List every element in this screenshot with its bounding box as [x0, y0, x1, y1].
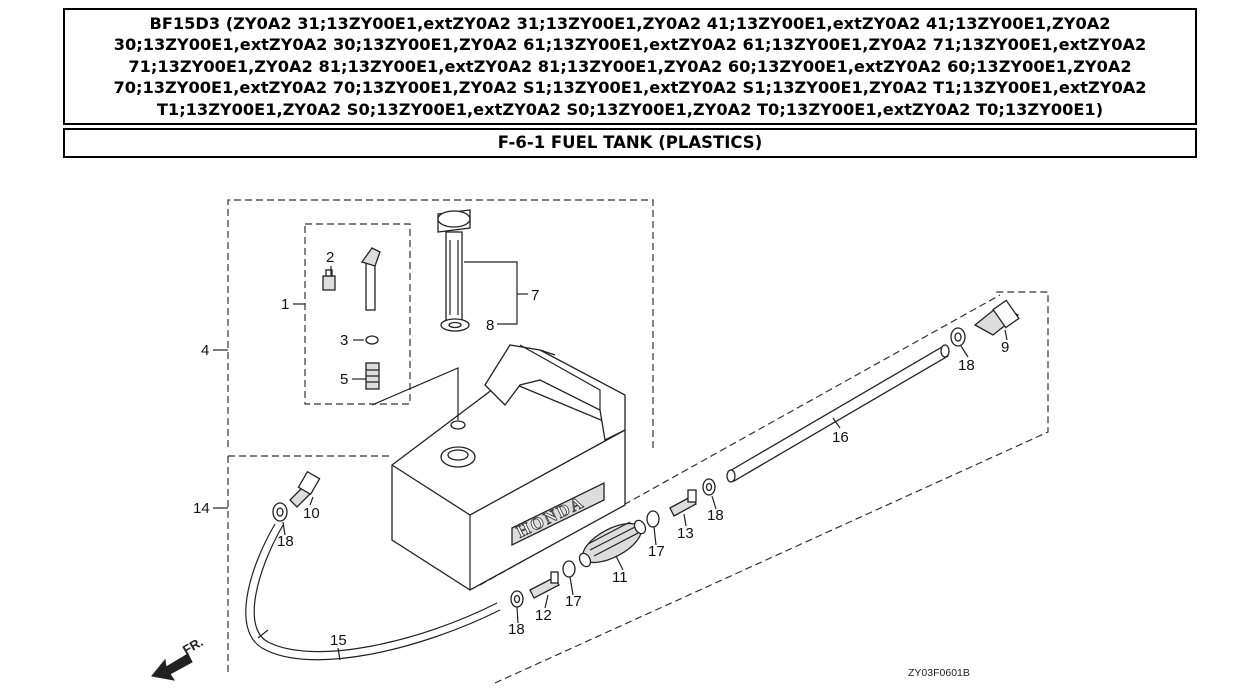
part-16-hose: [726, 344, 950, 483]
group-4-boundary: [227, 199, 654, 452]
part-2-fitting: [322, 269, 336, 291]
callout-10: 10: [303, 505, 320, 522]
part-18-clip-c: [702, 478, 716, 496]
callout-14: 14: [193, 500, 210, 517]
part-15-hose: [245, 523, 501, 661]
callout-18b: 18: [277, 533, 294, 550]
callout-5: 5: [340, 371, 348, 388]
direction-label: FR.: [180, 634, 206, 657]
model-applicability-box: BF15D3 (ZY0A2 31;13ZY00E1,extZY0A2 31;13…: [63, 8, 1197, 126]
callout-9: 9: [1001, 339, 1009, 356]
fuel-tank: HONDA: [391, 344, 626, 591]
part-17-clip-a: [646, 510, 660, 528]
part-18-clip-d: [510, 590, 524, 608]
section-title-box: F-6-1 FUEL TANK (PLASTICS): [63, 128, 1197, 159]
callout-18c: 18: [707, 507, 724, 524]
callout-15: 15: [330, 632, 347, 649]
callout-8: 8: [486, 317, 494, 334]
part-3-washer: [365, 335, 379, 345]
callout-12: 12: [535, 607, 552, 624]
callout-18d: 18: [508, 621, 525, 638]
section-title: F-6-1 FUEL TANK (PLASTICS): [497, 133, 763, 153]
model-applicability-text: BF15D3 (ZY0A2 31;13ZY00E1,extZY0A2 31;13…: [113, 14, 1147, 119]
hose-kit-boundary-lower: [494, 291, 1049, 684]
part-9-connector: [973, 299, 1020, 336]
part-13-joint: [669, 489, 697, 517]
part-18-clip-b: [272, 502, 288, 522]
callout-11: 11: [612, 569, 628, 586]
drawing-code: ZY03F0601B: [908, 667, 970, 679]
bracket-7-8: [464, 261, 518, 325]
part-7-fuel-gauge: [437, 209, 471, 323]
front-direction-arrow-icon: FR.: [151, 634, 206, 681]
part-17-clip-b: [562, 560, 576, 578]
callout-17b: 17: [565, 593, 582, 610]
part-1-pickup-tube: [360, 247, 381, 311]
part-18-clip-a: [950, 327, 966, 347]
callout-17a: 17: [648, 543, 665, 560]
callout-2: 2: [326, 249, 334, 266]
callout-1: 1: [281, 296, 289, 313]
pickup-leader: [371, 367, 459, 420]
part-10-connector: [289, 470, 321, 508]
group-1-boundary: [304, 223, 411, 405]
callout-4: 4: [201, 342, 209, 359]
callout-3: 3: [340, 332, 348, 349]
callout-18a: 18: [958, 357, 975, 374]
part-12-joint: [529, 571, 560, 599]
group-14-boundary: [227, 455, 390, 674]
callout-16: 16: [832, 429, 849, 446]
callout-leaders: [213, 266, 1008, 661]
callout-13: 13: [677, 525, 694, 542]
header: BF15D3 (ZY0A2 31;13ZY00E1,extZY0A2 31;13…: [60, 8, 1200, 159]
part-11-primer-bulb: [578, 519, 647, 568]
part-5-filter: [365, 362, 380, 390]
part-8-seal-ring: [440, 318, 470, 332]
callout-7: 7: [531, 287, 539, 304]
